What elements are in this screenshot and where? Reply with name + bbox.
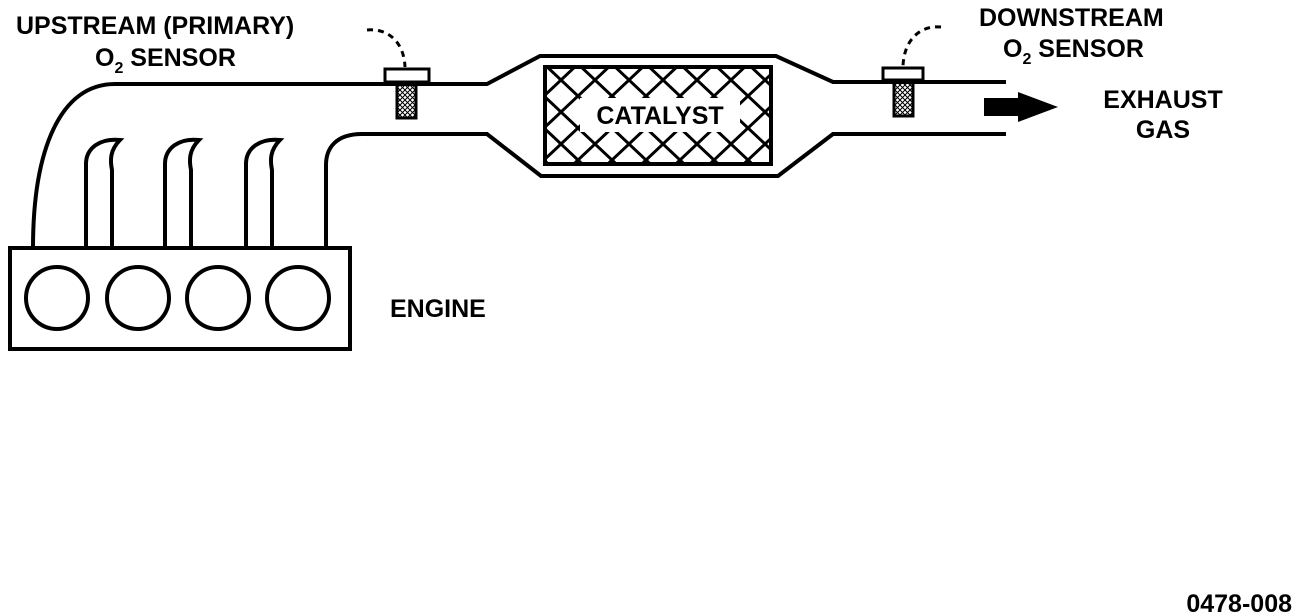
manifold-upper-wall (31, 54, 1006, 249)
engine-cylinder-2 (105, 265, 171, 331)
downstream-o2-sensor (881, 25, 942, 118)
upstream-label-line2: O2 SENSOR (95, 44, 236, 77)
downstream-label-line2: O2 SENSOR (1003, 35, 1144, 68)
engine-cylinder-4 (265, 265, 331, 331)
manifold-runner-3 (244, 137, 285, 248)
exhaust-gas-label-line1: EXHAUST (1103, 86, 1222, 114)
figure-id: 0478-008 (1186, 590, 1292, 616)
manifold-runner-1 (84, 137, 125, 248)
manifold-lower-wall (324, 132, 1006, 248)
engine-cylinder-3 (185, 265, 251, 331)
exhaust-arrow-icon (984, 92, 1058, 122)
engine-cylinder-1 (24, 265, 90, 331)
downstream-label-line1: DOWNSTREAM (979, 4, 1164, 32)
upstream-label-line1: UPSTREAM (PRIMARY) (16, 12, 294, 40)
manifold-runner-2 (163, 137, 204, 248)
catalyst-label: CATALYST (596, 102, 723, 130)
exhaust-gas-label-line2: GAS (1136, 116, 1190, 144)
upstream-o2-sensor (366, 28, 431, 120)
engine-label: ENGINE (390, 295, 486, 323)
catalyst-label-box (580, 98, 740, 132)
